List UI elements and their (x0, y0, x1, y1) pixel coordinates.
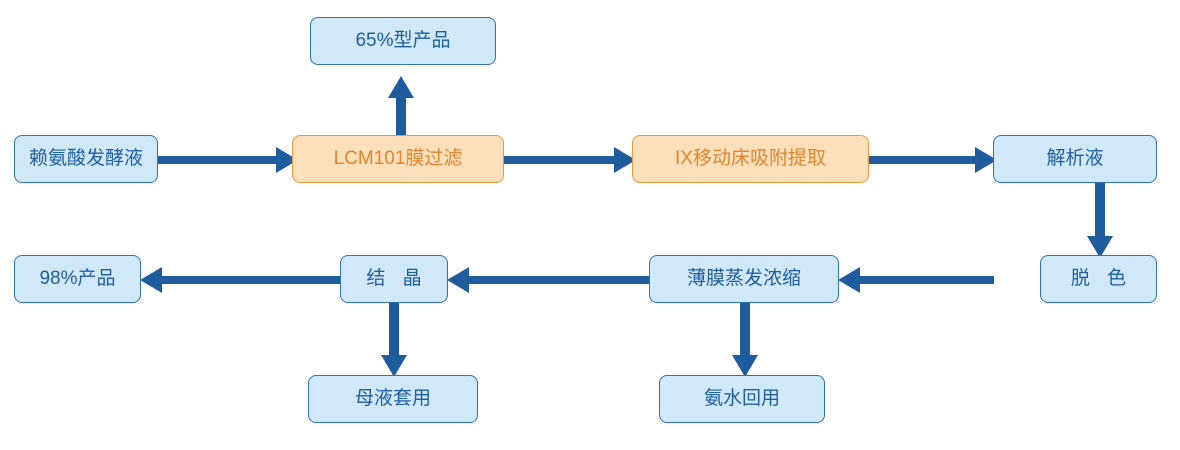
edge-ix-to-eluate (869, 147, 997, 173)
edge-decolor-to-evaporation (838, 267, 994, 293)
node-label: 赖氨酸发酵液 (28, 147, 143, 169)
node-ammonia-water-reuse[interactable]: 氨水回用 (659, 375, 825, 423)
node-label: 98%产品 (39, 267, 116, 289)
node-label: 脱 色 (1070, 267, 1133, 289)
edge-evaporation-to-ammonia (732, 301, 758, 377)
edge-crystallization-to-product98 (140, 267, 342, 293)
edge-crystallization-to-motherliquor (381, 301, 407, 377)
node-lysine-fermentation-broth[interactable]: 赖氨酸发酵液 (14, 135, 158, 183)
node-thin-film-evaporation-concentration[interactable]: 薄膜蒸发浓缩 (649, 255, 839, 303)
node-label: 65%型产品 (355, 29, 451, 51)
node-label: 解析液 (1046, 147, 1104, 169)
edge-membrane-to-ix (504, 147, 636, 173)
node-product-98-percent[interactable]: 98%产品 (14, 255, 141, 303)
node-lcm101-membrane-filtration[interactable]: LCM101膜过滤 (292, 135, 504, 183)
edge-membrane-to-product65 (388, 76, 414, 138)
node-mother-liquor-reuse[interactable]: 母液套用 (308, 375, 478, 423)
node-ix-moving-bed-adsorption[interactable]: IX移动床吸附提取 (632, 135, 869, 183)
edge-eluate-to-decolor (1087, 182, 1113, 258)
node-decolorization[interactable]: 脱 色 (1040, 255, 1157, 303)
node-label: 薄膜蒸发浓缩 (686, 267, 801, 289)
node-crystallization[interactable]: 结 晶 (340, 255, 448, 303)
edge-evaporation-to-crystallization (447, 267, 650, 293)
edge-fermentation-to-membrane (158, 147, 298, 173)
node-label: 氨水回用 (703, 387, 780, 409)
node-product-65-percent[interactable]: 65%型产品 (310, 17, 496, 65)
node-label: LCM101膜过滤 (333, 147, 463, 169)
node-label: IX移动床吸附提取 (675, 147, 826, 169)
node-eluate[interactable]: 解析液 (993, 135, 1157, 183)
node-label: 结 晶 (366, 267, 428, 289)
node-label: 母液套用 (354, 387, 431, 409)
